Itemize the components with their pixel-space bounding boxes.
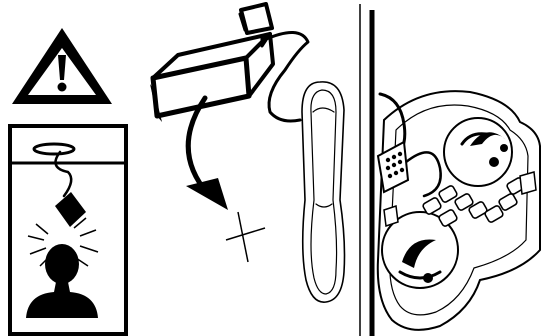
mounted-device-icon [378, 91, 540, 330]
curved-arrow-icon [186, 98, 228, 210]
falling-object-hazard-panel [10, 126, 126, 334]
detach-unit-step [150, 4, 273, 262]
handheld-device-icon [302, 82, 345, 302]
warning-triangle-icon [12, 28, 112, 104]
crosshair-target-icon [226, 212, 265, 262]
device-box-icon [150, 4, 273, 122]
